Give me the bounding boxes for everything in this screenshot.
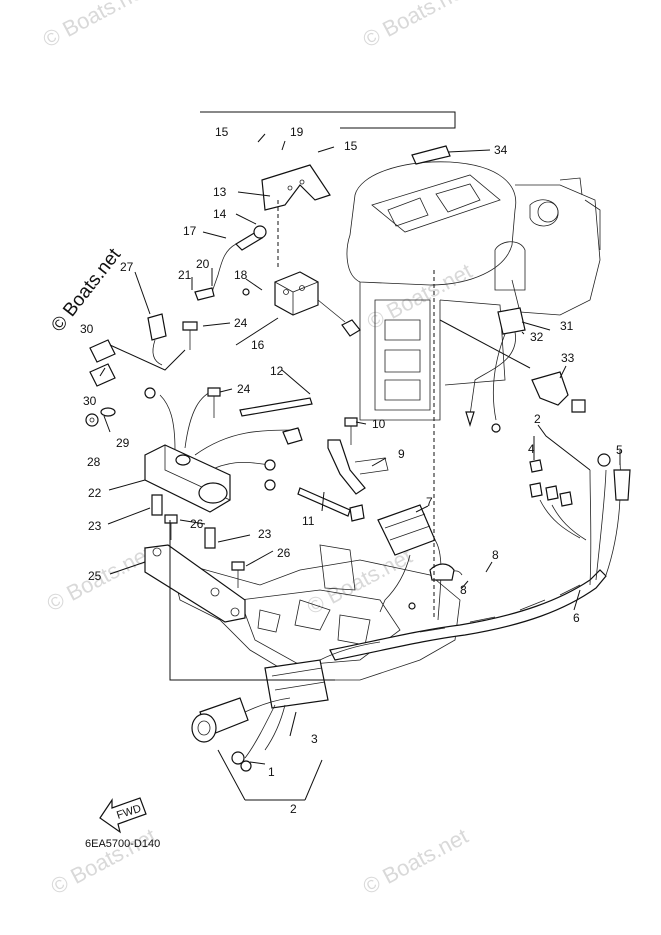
callout-20: 20 [196, 257, 210, 271]
callout-10: 10 [372, 417, 386, 431]
callout-7: 7 [426, 495, 433, 509]
callout-19: 19 [290, 125, 304, 139]
watermark-mid-right: © Boats.net [363, 258, 477, 334]
cable-tie-part-11 [297, 487, 365, 522]
callout-29: 29 [116, 436, 130, 450]
watermark-top-right: © Boats.net [359, 0, 473, 52]
callout-31: 31 [560, 319, 574, 333]
battery-cable-part-2 [191, 641, 381, 772]
callout-32: 32 [530, 330, 544, 344]
watermark-top-left: © Boats.net [39, 0, 153, 52]
callout-5: 5 [616, 443, 623, 457]
callout-28: 28 [87, 455, 101, 469]
callout-11: 11 [302, 514, 315, 528]
callout-18: 18 [234, 268, 248, 282]
grommets-part-30 [89, 339, 116, 387]
wire-harness-part-6 [329, 453, 631, 661]
cable-tie-part-12 [239, 397, 313, 417]
callout-33: 33 [561, 351, 575, 365]
clip-part-34 [411, 145, 451, 165]
callout-23: 23 [258, 527, 272, 541]
callout-13: 13 [213, 185, 227, 199]
callout-15: 15 [215, 125, 229, 139]
callout-30: 30 [83, 394, 97, 408]
callout-8: 8 [492, 548, 499, 562]
callout-9: 9 [398, 447, 405, 461]
sensor-part-27 [147, 313, 167, 366]
cdi-unit-part-22 [144, 387, 303, 513]
callout-8: 8 [460, 583, 467, 597]
callout-14: 14 [213, 207, 227, 221]
callout-24: 24 [237, 382, 251, 396]
bolts-group [151, 321, 358, 588]
bracket-part-16 [274, 271, 361, 337]
callout-23: 23 [88, 519, 102, 533]
engine-block-drawing [346, 161, 601, 421]
callout-34: 34 [494, 143, 508, 157]
callout-26: 26 [190, 517, 204, 531]
watermark-bottom-left: © Boats.net [47, 823, 161, 899]
cable-part-17 [194, 225, 267, 301]
callout-22: 22 [88, 486, 102, 500]
callout-26: 26 [277, 546, 291, 560]
watermark-layer: © Boats.net © Boats.net © Boats.net © Bo… [39, 0, 477, 899]
callout-4: 4 [528, 442, 535, 456]
callout-15: 15 [344, 139, 358, 153]
callout-27: 27 [120, 260, 134, 274]
drawing-code: 6EA5700-D140 [85, 838, 160, 850]
callout-25: 25 [88, 569, 102, 583]
bracket-part-33 [531, 371, 586, 413]
callout-1: 1 [268, 765, 275, 779]
fwd-arrow-icon: FWD [99, 797, 147, 834]
callout-12: 12 [270, 364, 284, 378]
callout-16: 16 [251, 338, 265, 352]
connector-part-4 [529, 459, 587, 541]
callout-17: 17 [183, 224, 197, 238]
watermark-bottom-right: © Boats.net [359, 823, 473, 899]
washers-part-28-29 [85, 407, 116, 427]
callout-30: 30 [80, 322, 94, 336]
callout-2: 2 [534, 412, 541, 426]
bracket-part-13 [261, 164, 331, 211]
bracket-part-9 [327, 439, 389, 495]
callout-6: 6 [573, 611, 580, 625]
callout-24: 24 [234, 316, 248, 330]
callout-3: 3 [311, 732, 318, 746]
callout-2: 2 [290, 802, 297, 816]
base-plate-part-25 [144, 544, 246, 623]
leader-lines [99, 111, 621, 801]
connector-part-31 [465, 307, 526, 433]
callout-21: 21 [178, 268, 192, 282]
